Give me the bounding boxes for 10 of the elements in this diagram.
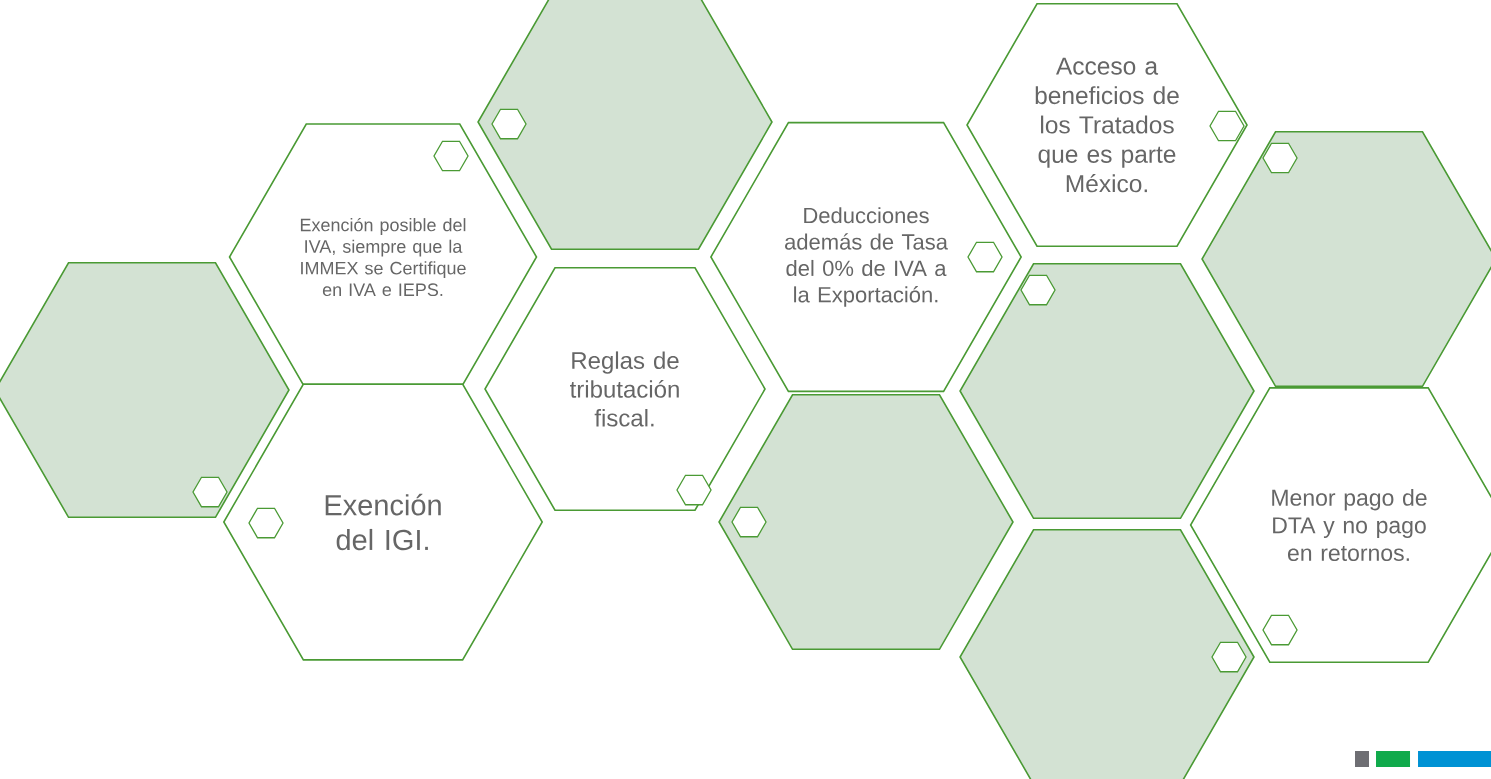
hexagon: Exención posible del IVA, siempre que la IMMEX se Certifique en IVA e IEPS.: [228, 123, 538, 391]
hexagon: Reglas de tributación fiscal.: [484, 266, 766, 512]
shaded-hexagon: [1201, 130, 1491, 388]
shaded-hexagon: [959, 528, 1255, 779]
shaded-hexagon: [477, 0, 773, 251]
shaded-hexagon: [0, 261, 290, 519]
shaded-hexagon: [718, 393, 1014, 651]
shaded-hexagon: [959, 262, 1255, 520]
hexagon: Menor pago de DTA y no pago en retornos.: [1189, 387, 1491, 663]
hexagon: Acceso a beneficios de los Tratados que es parte México.: [966, 2, 1248, 248]
